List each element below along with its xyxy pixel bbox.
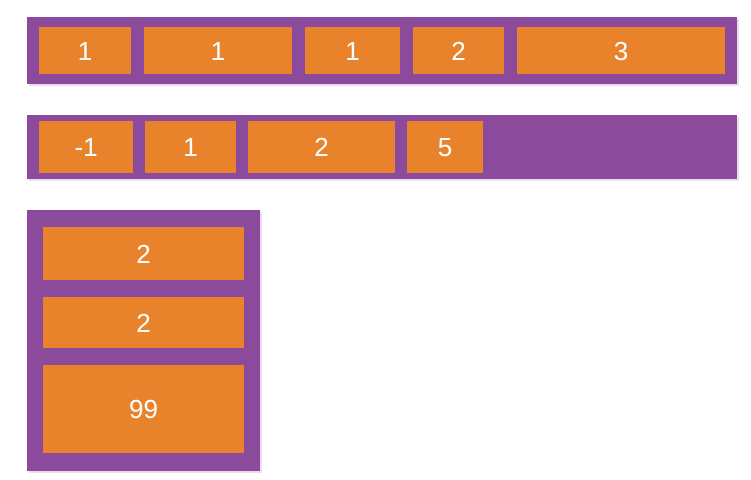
flex-container-column: 2 2 99 [27,210,260,471]
flex-item-grow-1: 1 [144,27,292,74]
flex-item-grow-99: 99 [43,365,244,453]
flex-item-grow-2: 2 [43,227,244,280]
flex-container-row-2: -1 1 2 5 [27,115,737,179]
flex-container-row-1: 1 1 1 2 3 [27,17,737,84]
flex-item-grow-1: 1 [39,27,131,74]
flex-item-grow-1: 1 [305,27,400,74]
flex-item-grow-2: 2 [43,297,244,348]
flex-item-grow-3: 3 [517,27,725,74]
flex-item-grow-2: 2 [413,27,504,74]
flex-item-grow-neg1: -1 [39,121,133,173]
flex-item-grow-2: 2 [248,121,395,173]
flex-item-grow-5: 5 [407,121,483,173]
flex-item-grow-1: 1 [145,121,236,173]
